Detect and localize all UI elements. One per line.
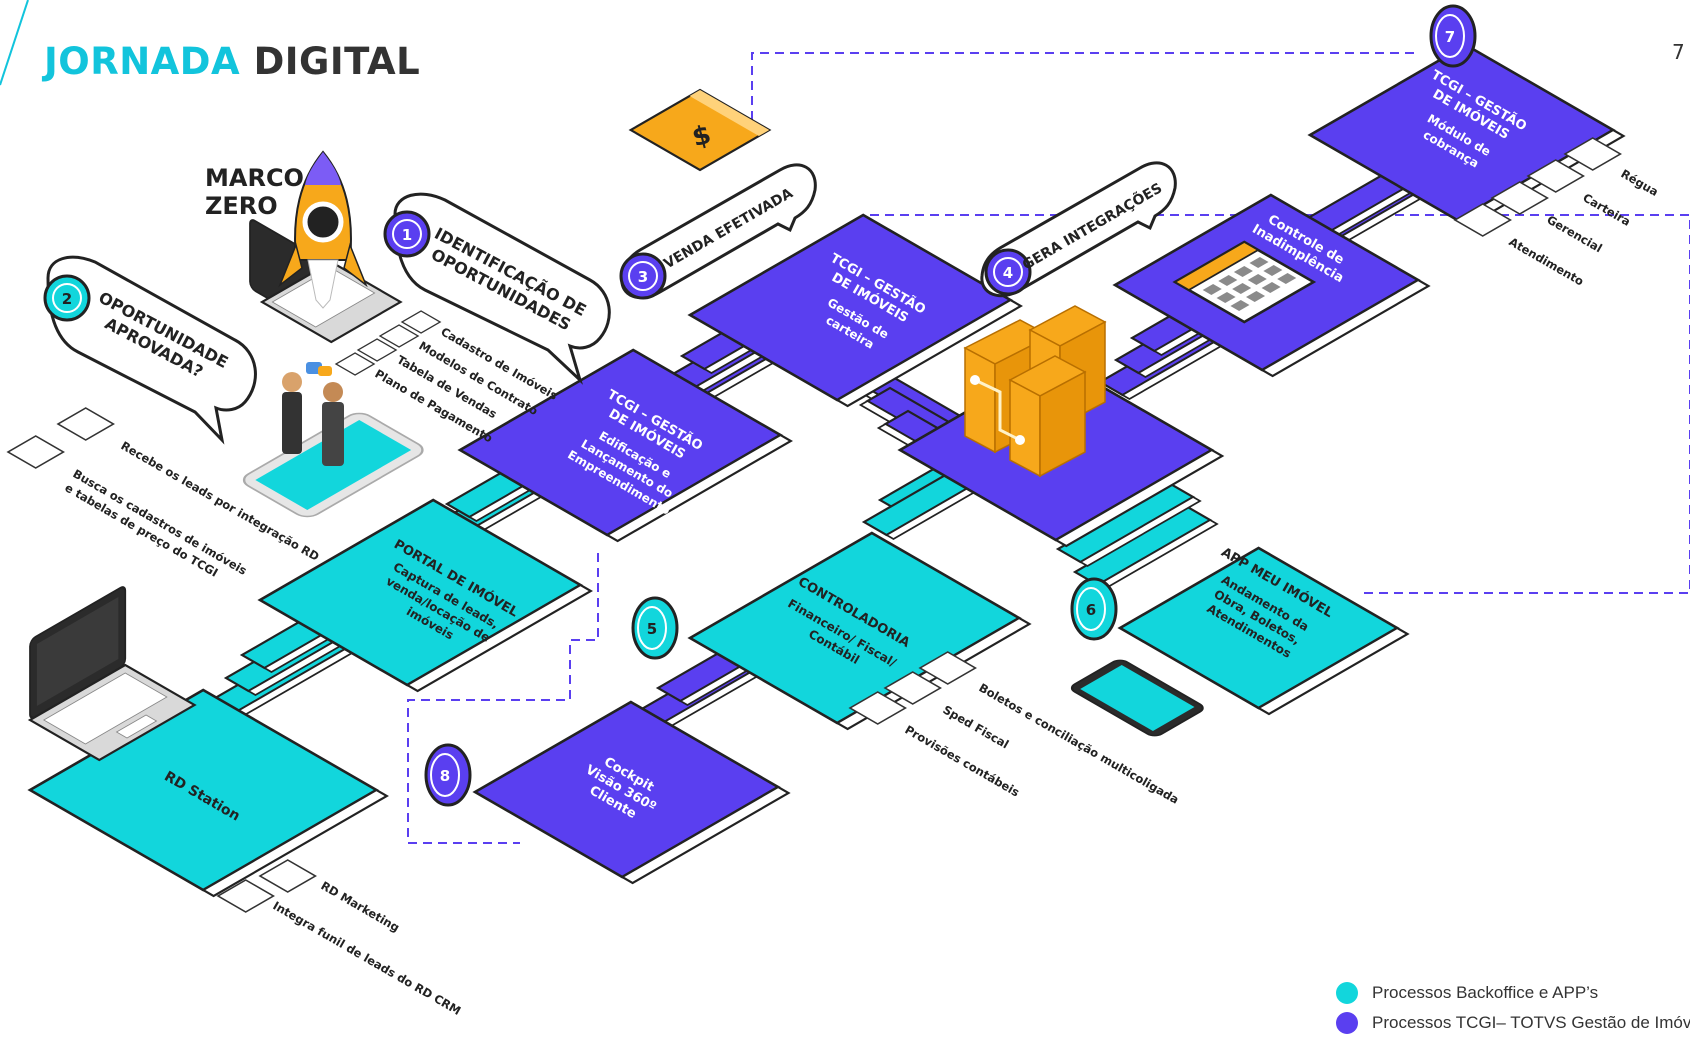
coin-5: 5 bbox=[631, 596, 679, 660]
server-stack-icon bbox=[963, 305, 1107, 478]
legend-item-backoffice: Processos Backoffice e APP’s bbox=[1336, 978, 1690, 1008]
stairs-app bbox=[1055, 482, 1219, 590]
svg-text:Carteira: Carteira bbox=[1581, 190, 1634, 228]
coin-7: 7 bbox=[1429, 4, 1477, 68]
svg-text:Sped Fiscal: Sped Fiscal bbox=[941, 702, 1012, 751]
svg-text:Régua: Régua bbox=[1619, 166, 1661, 199]
calendar-icon bbox=[1172, 240, 1317, 324]
platform-cockpit[interactable] bbox=[472, 700, 791, 885]
svg-text:7: 7 bbox=[1445, 28, 1455, 46]
svg-text:8: 8 bbox=[440, 767, 450, 785]
svg-text:1: 1 bbox=[402, 226, 412, 244]
platform-tcgi-edificacao[interactable] bbox=[457, 348, 793, 543]
marco-zero-line1: MARCO bbox=[205, 164, 304, 192]
legend-label-backoffice: Processos Backoffice e APP’s bbox=[1372, 983, 1599, 1002]
svg-text:Atendimento: Atendimento bbox=[1507, 234, 1587, 288]
platform-controladoria[interactable] bbox=[687, 531, 1032, 731]
legend-item-tcgi: Processos TCGI– TOTVS Gestão de Imóveis bbox=[1336, 1008, 1690, 1038]
svg-text:3: 3 bbox=[638, 268, 648, 286]
svg-text:4: 4 bbox=[1003, 264, 1013, 282]
corner-accent bbox=[0, 0, 29, 86]
rocket-icon bbox=[278, 150, 368, 309]
svg-text:6: 6 bbox=[1086, 601, 1096, 619]
bubble-identificacao: 1 IDENTIFICAÇÃO DE OPORTUNIDADES bbox=[383, 192, 611, 385]
mobile-phone-icon bbox=[1070, 659, 1204, 737]
folder-dollar-icon bbox=[628, 88, 772, 172]
platform-tcgi-carteira[interactable] bbox=[687, 213, 1023, 408]
svg-text:2: 2 bbox=[62, 290, 72, 308]
bubble-oportunidade: 2 OPORTUNIDADE APROVADA? bbox=[43, 255, 257, 445]
title-part2: DIGITAL bbox=[253, 40, 421, 83]
legend-swatch-teal bbox=[1336, 982, 1358, 1004]
page-title: JORNADA DIGITAL bbox=[44, 40, 420, 83]
coin-8: 8 bbox=[424, 743, 472, 807]
platform-app-meu-imovel[interactable] bbox=[1117, 546, 1410, 716]
legend-label-tcgi: Processos TCGI– TOTVS Gestão de Imóveis bbox=[1372, 1013, 1690, 1032]
svg-text:Gerencial: Gerencial bbox=[1545, 212, 1605, 255]
laptop-icon bbox=[27, 586, 197, 762]
phone-handshake-icon bbox=[242, 362, 424, 518]
legend-swatch-purple bbox=[1336, 1012, 1358, 1034]
title-part1: JORNADA bbox=[44, 40, 241, 83]
svg-text:Busca os cadastros de imóveis: Busca os cadastros de imóveis bbox=[71, 466, 250, 577]
marco-zero-line2: ZERO bbox=[205, 192, 278, 220]
page-number: 7 bbox=[1672, 40, 1685, 64]
svg-text:RD Marketing: RD Marketing bbox=[319, 878, 402, 934]
checklist-rd: RD Marketing Integra funil de leads do R… bbox=[216, 859, 463, 1018]
platform-portal[interactable] bbox=[257, 498, 593, 693]
svg-text:5: 5 bbox=[647, 620, 657, 638]
legend: Processos Backoffice e APP’s Processos T… bbox=[1336, 978, 1690, 1038]
coin-6: 6 bbox=[1070, 577, 1118, 641]
